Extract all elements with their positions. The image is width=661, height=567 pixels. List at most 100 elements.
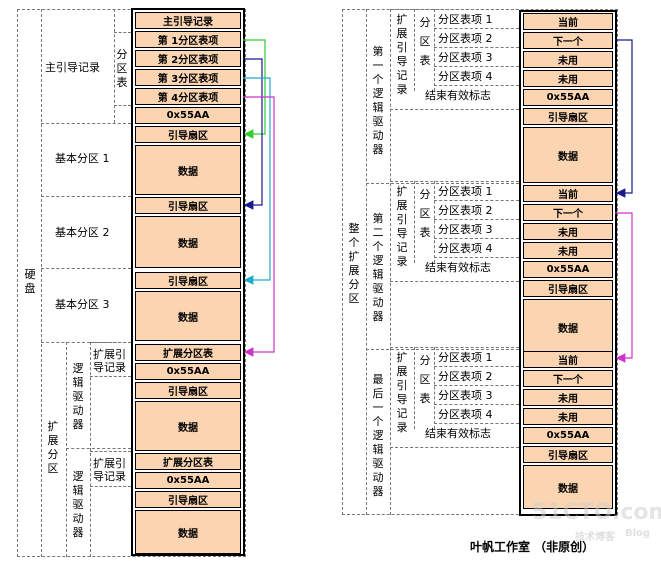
end-flag-label: 结束有效标志 bbox=[425, 261, 491, 274]
right-divider-2 bbox=[390, 9, 391, 515]
end-flag-label: 结束有效标志 bbox=[425, 89, 491, 102]
bp2-data: 数据 bbox=[135, 216, 241, 268]
partition-table-label: 分区表 bbox=[419, 354, 431, 405]
ebr-1-label-a: 扩展引 bbox=[93, 348, 126, 361]
ebr-col-divider bbox=[434, 181, 435, 263]
cell-next: 下一个 bbox=[523, 32, 613, 49]
ebr-col-divider bbox=[414, 9, 415, 91]
ext2-table: 扩展分区表 bbox=[135, 453, 241, 470]
partition-entry-label: 分区表项 4 bbox=[438, 408, 493, 421]
cell-unused: 未用 bbox=[523, 51, 613, 68]
entry-sep bbox=[434, 385, 519, 386]
logical-drive-2-label: 逻辑驱动器 bbox=[72, 470, 84, 539]
drive2-bottom bbox=[366, 349, 519, 350]
entry-sep bbox=[434, 366, 519, 367]
ebr-col-divider bbox=[414, 347, 415, 429]
drive-1-label: 第一个逻辑驱动器 bbox=[372, 45, 384, 156]
left-divider-1 bbox=[41, 9, 42, 557]
ebr1-bottom bbox=[90, 376, 131, 377]
cell-data: 数据 bbox=[523, 299, 613, 355]
whole-extended-label: 整个扩展分区 bbox=[348, 222, 360, 305]
cell-unused: 未用 bbox=[523, 70, 613, 87]
partition-entry-label: 分区表项 1 bbox=[438, 185, 493, 198]
entry-sep bbox=[434, 257, 519, 258]
partition-entry-label: 分区表项 1 bbox=[438, 351, 493, 364]
ebr-block-top bbox=[390, 181, 519, 182]
ebr1-top bbox=[90, 342, 131, 343]
ebr-block-bottom bbox=[390, 447, 519, 448]
arrow-next2-to-drive3 bbox=[615, 212, 633, 363]
cell-unused: 未用 bbox=[523, 389, 613, 406]
arrow-part2-to-bp2 bbox=[243, 58, 263, 210]
logical-drive-1-label: 逻辑驱动器 bbox=[72, 362, 84, 431]
ext1-boot-sector: 引导扇区 bbox=[135, 382, 241, 399]
bp1-bottom bbox=[41, 196, 131, 197]
bp1-boot-sector: 引导扇区 bbox=[135, 126, 241, 143]
entry-sep bbox=[434, 47, 519, 48]
partition-entry-label: 分区表项 4 bbox=[438, 242, 493, 255]
mbr-group-label: 主引导记录 bbox=[45, 61, 100, 74]
cell-current: 当前 bbox=[523, 185, 613, 202]
entry-sep bbox=[434, 404, 519, 405]
partition-table-label: 分区表 bbox=[419, 188, 431, 239]
cell-signature: 0x55AA bbox=[523, 261, 613, 278]
mbr-signature: 0x55AA bbox=[135, 107, 241, 124]
mbr-main-record: 主引导记录 bbox=[135, 12, 241, 29]
cell-unused: 未用 bbox=[523, 223, 613, 240]
bp3-bottom bbox=[41, 342, 131, 343]
cell-boot-sector: 引导扇区 bbox=[523, 446, 613, 463]
hard-disk-label: 硬盘 bbox=[24, 268, 36, 295]
partition-table-label: 分区表 bbox=[116, 48, 128, 89]
mbr-part3: 第 3分区表项 bbox=[135, 69, 241, 86]
watermark-sub: 技术博客 bbox=[575, 532, 615, 543]
mbr-part4: 第 4分区表项 bbox=[135, 88, 241, 105]
basic-partition-2: 基本分区 2 bbox=[55, 226, 110, 239]
partition-entry-label: 分区表项 3 bbox=[438, 389, 493, 402]
ext2-data: 数据 bbox=[135, 510, 241, 554]
entry-sep bbox=[434, 66, 519, 67]
mbr-part2: 第 2分区表项 bbox=[135, 50, 241, 67]
cell-data: 数据 bbox=[523, 465, 613, 509]
ebr-block-top bbox=[390, 9, 519, 10]
arrow-part3-to-bp3 bbox=[243, 77, 271, 285]
entry-sep bbox=[434, 219, 519, 220]
pt-top bbox=[114, 32, 131, 33]
ext1-table: 扩展分区表 bbox=[135, 344, 241, 361]
cell-boot-sector: 引导扇区 bbox=[523, 108, 613, 125]
partition-entry-label: 分区表项 2 bbox=[438, 204, 493, 217]
partition-table-label: 分区表 bbox=[419, 16, 431, 67]
bp3-data: 数据 bbox=[135, 291, 241, 341]
basic-partition-1: 基本分区 1 bbox=[55, 152, 110, 165]
ld-sep bbox=[66, 448, 131, 449]
partition-entry-label: 分区表项 3 bbox=[438, 223, 493, 236]
entry-sep bbox=[434, 423, 519, 424]
ebr-block-bottom bbox=[390, 109, 519, 110]
cell-unused: 未用 bbox=[523, 408, 613, 425]
ebr-2-label-b: 导记录 bbox=[93, 470, 126, 483]
extended-partition-label: 扩展分区 bbox=[47, 420, 59, 475]
bp2-boot-sector: 引导扇区 bbox=[135, 197, 241, 214]
cell-unused: 未用 bbox=[523, 242, 613, 259]
ebr-block-bottom bbox=[390, 281, 519, 282]
cell-current: 当前 bbox=[523, 351, 613, 368]
partition-entry-label: 分区表项 2 bbox=[438, 370, 493, 383]
ld1-divider bbox=[90, 342, 91, 557]
ebr-block-top bbox=[390, 347, 519, 348]
ebr-label: 扩展引导记录 bbox=[396, 351, 408, 434]
cell-signature: 0x55AA bbox=[523, 427, 613, 444]
arrow-part4-to-ext bbox=[243, 96, 275, 357]
cell-next: 下一个 bbox=[523, 370, 613, 387]
ext-divider bbox=[66, 342, 67, 557]
ebr-col-divider bbox=[434, 347, 435, 429]
ext1-data: 数据 bbox=[135, 401, 241, 451]
ebr-col-divider bbox=[434, 9, 435, 91]
ebr-label: 扩展引导记录 bbox=[396, 185, 408, 268]
credit-text: 叶帆工作室 （非原创） bbox=[470, 540, 595, 554]
mbr-sep bbox=[41, 123, 131, 124]
partition-entry-label: 分区表项 3 bbox=[438, 51, 493, 64]
arrow-part1-to-bp1 bbox=[243, 39, 266, 139]
cell-boot-sector: 引导扇区 bbox=[523, 280, 613, 297]
ext2-boot-sector: 引导扇区 bbox=[135, 491, 241, 508]
partition-entry-label: 分区表项 1 bbox=[438, 13, 493, 26]
